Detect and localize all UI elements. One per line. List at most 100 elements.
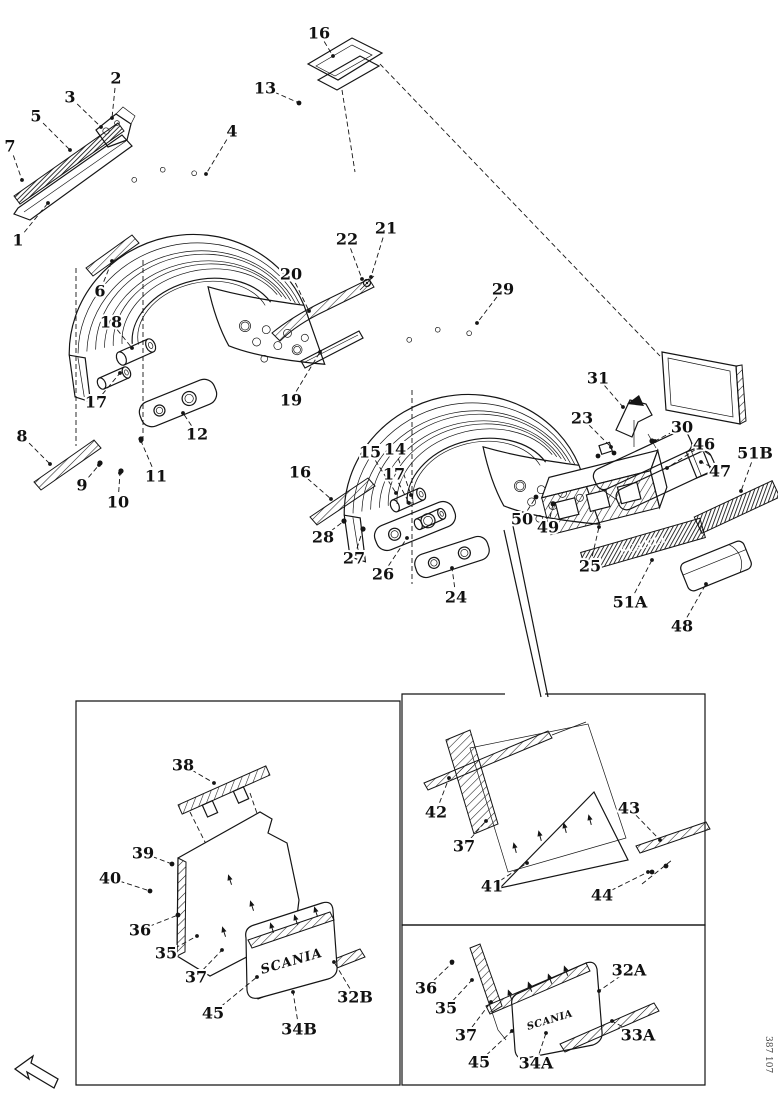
plate-47: [686, 446, 711, 478]
leader-end-17: [118, 371, 122, 375]
bracket-plate-16: [296, 38, 660, 356]
leader-line-32A: [599, 976, 621, 991]
leader-line-7: [13, 155, 22, 180]
leader-line-43: [636, 815, 660, 840]
clamp-strip-45: [248, 912, 334, 948]
leader-line-37: [472, 1002, 491, 1027]
leader-line-20: [295, 283, 309, 311]
part-callout-17: 17: [85, 393, 107, 412]
part-callout-43: 43: [618, 799, 640, 818]
plate-26: [371, 498, 459, 554]
leader-end-29: [475, 321, 479, 325]
leader-end-51A: [650, 558, 654, 562]
strip-16-mid: [310, 478, 375, 525]
leader-line-13: [274, 92, 299, 103]
part-callout-15: 15: [359, 443, 381, 462]
leader-line-9: [88, 465, 99, 477]
leader-line-4: [206, 140, 227, 174]
part-callout-22: 22: [336, 230, 358, 249]
leader-line-45: [486, 1031, 512, 1055]
bracket-37-tr: [446, 730, 498, 834]
leader-end-38: [212, 781, 216, 785]
part-callout-26: 26: [372, 565, 394, 584]
leader-end-10: [118, 471, 122, 475]
leader-line-41: [500, 863, 527, 881]
leader-line-33A: [612, 1021, 629, 1030]
part-callout-14: 14: [384, 440, 406, 459]
fasteners-23: [595, 442, 617, 459]
leader-end-37: [220, 948, 224, 952]
part-callout-7: 7: [4, 137, 15, 156]
leader-line-37: [471, 821, 486, 838]
part-callout-37: 37: [185, 968, 207, 987]
mounting-plate: [662, 352, 746, 424]
direction-arrow: [15, 1056, 58, 1088]
inset-box-left: [76, 701, 400, 1085]
leader-line-48: [687, 584, 706, 617]
leader-line-50: [527, 497, 536, 511]
flap-holder-25: [537, 450, 671, 534]
part-callout-32A: 32A: [612, 961, 647, 980]
leader-end-1: [46, 201, 50, 205]
leader-end-25: [597, 525, 601, 529]
triangle-41: [500, 792, 628, 888]
leader-line-17: [102, 373, 120, 394]
strip-19: [301, 331, 363, 368]
leader-line-51B: [741, 462, 752, 491]
leader-line-37: [203, 950, 222, 970]
part-callout-16: 16: [308, 24, 330, 43]
leader-line-34A: [539, 1033, 546, 1054]
leader-line-16: [308, 479, 331, 499]
part-callout-37: 37: [453, 837, 475, 856]
part-callout-3: 3: [64, 88, 75, 107]
leader-end-19: [318, 350, 322, 354]
leader-end-45: [510, 1029, 514, 1033]
part-callout-21: 21: [375, 219, 397, 238]
part-callout-31: 31: [587, 369, 609, 388]
leader-end-23: [609, 445, 613, 449]
part-callout-16: 16: [289, 463, 311, 482]
part-callout-42: 42: [425, 803, 447, 822]
leader-end-7: [20, 178, 24, 182]
leader-line-25: [592, 527, 599, 556]
callout-leaders: [13, 42, 751, 1056]
leader-line-36: [149, 915, 178, 926]
part-callout-32B: 32B: [337, 988, 373, 1007]
leader-end-15: [394, 491, 398, 495]
leader-end-22: [360, 277, 364, 281]
leader-end-20: [307, 309, 311, 313]
strip-43: [636, 822, 710, 853]
leader-end-36: [450, 961, 454, 965]
leader-line-32B: [334, 962, 350, 988]
part-callout-48: 48: [671, 617, 693, 636]
part-callout-41: 41: [481, 877, 503, 896]
strip-33A: [560, 1003, 659, 1052]
top-rail-38: [178, 766, 275, 826]
leader-line-29: [477, 297, 497, 323]
spacer-17: [95, 364, 133, 392]
leader-end-28: [342, 519, 346, 523]
part-callout-34A: 34A: [519, 1054, 554, 1073]
leader-line-11: [141, 441, 152, 467]
bolt-30: [648, 434, 656, 448]
leader-line-38: [192, 770, 214, 783]
leader-end-48: [704, 582, 708, 586]
part-callout-33A: 33A: [621, 1026, 656, 1045]
part-callout-1: 1: [12, 231, 23, 250]
part-callout-5: 5: [30, 107, 41, 126]
leader-line-30: [655, 432, 673, 441]
leader-end-50: [534, 495, 538, 499]
leader-end-14: [409, 493, 413, 497]
leader-end-16: [329, 497, 333, 501]
part-callout-51A: 51A: [613, 593, 648, 612]
leader-end-35: [470, 978, 474, 982]
angle-strip-20: [272, 279, 374, 341]
leader-end-17: [407, 501, 411, 505]
part-callout-30: 30: [671, 418, 693, 437]
bracket-31: [616, 395, 652, 447]
part-callout-18: 18: [100, 313, 122, 332]
leader-end-44: [646, 870, 650, 874]
leader-end-32B: [332, 960, 336, 964]
leader-line-27: [357, 529, 363, 548]
